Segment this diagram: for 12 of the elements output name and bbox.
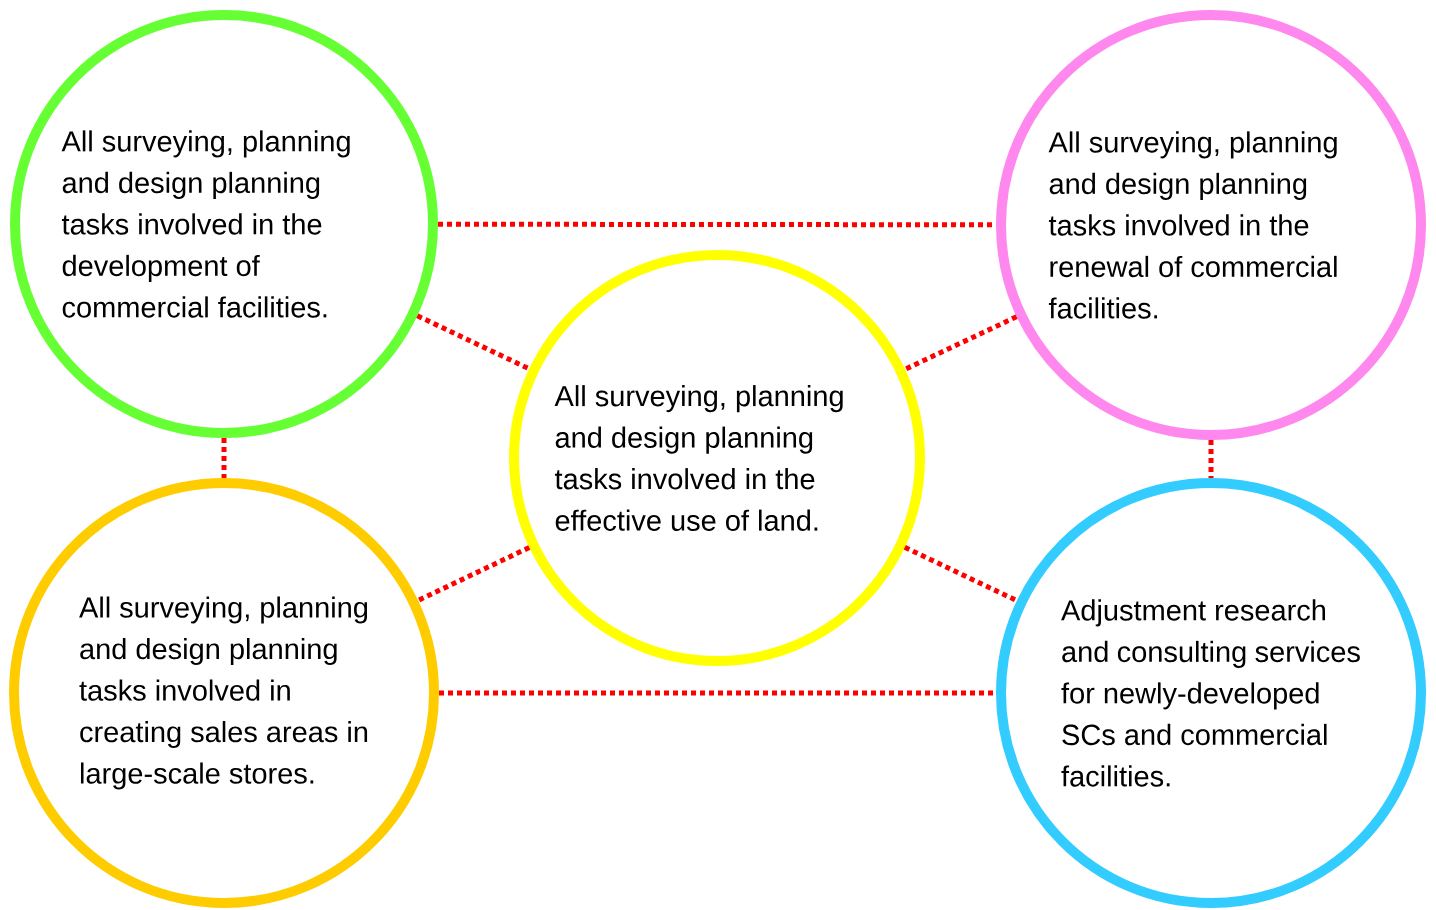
circle-node: All surveying, planning and design planning tasks involved in creating sales areas in large-scale stores.	[9, 478, 439, 908]
circle-node: Adjustment research and consulting services for newly-developed SCs and commercial facilities.	[996, 478, 1426, 908]
dotted-connector	[416, 313, 531, 372]
dotted-connector	[221, 438, 227, 478]
dotted-connector	[903, 545, 1018, 603]
dotted-connector	[439, 690, 996, 696]
dotted-connector	[1208, 440, 1214, 478]
circle-node: All surveying, planning and design planning tasks involved in the effective use of land.	[509, 250, 925, 666]
circle-node: All surveying, planning and design planning tasks involved in the development of commercial facilities.	[10, 10, 438, 438]
circle-node: All surveying, planning and design planning tasks involved in the renewal of commercial facilities.	[996, 10, 1426, 440]
dotted-connector	[904, 314, 1018, 372]
dotted-connector	[417, 545, 531, 603]
